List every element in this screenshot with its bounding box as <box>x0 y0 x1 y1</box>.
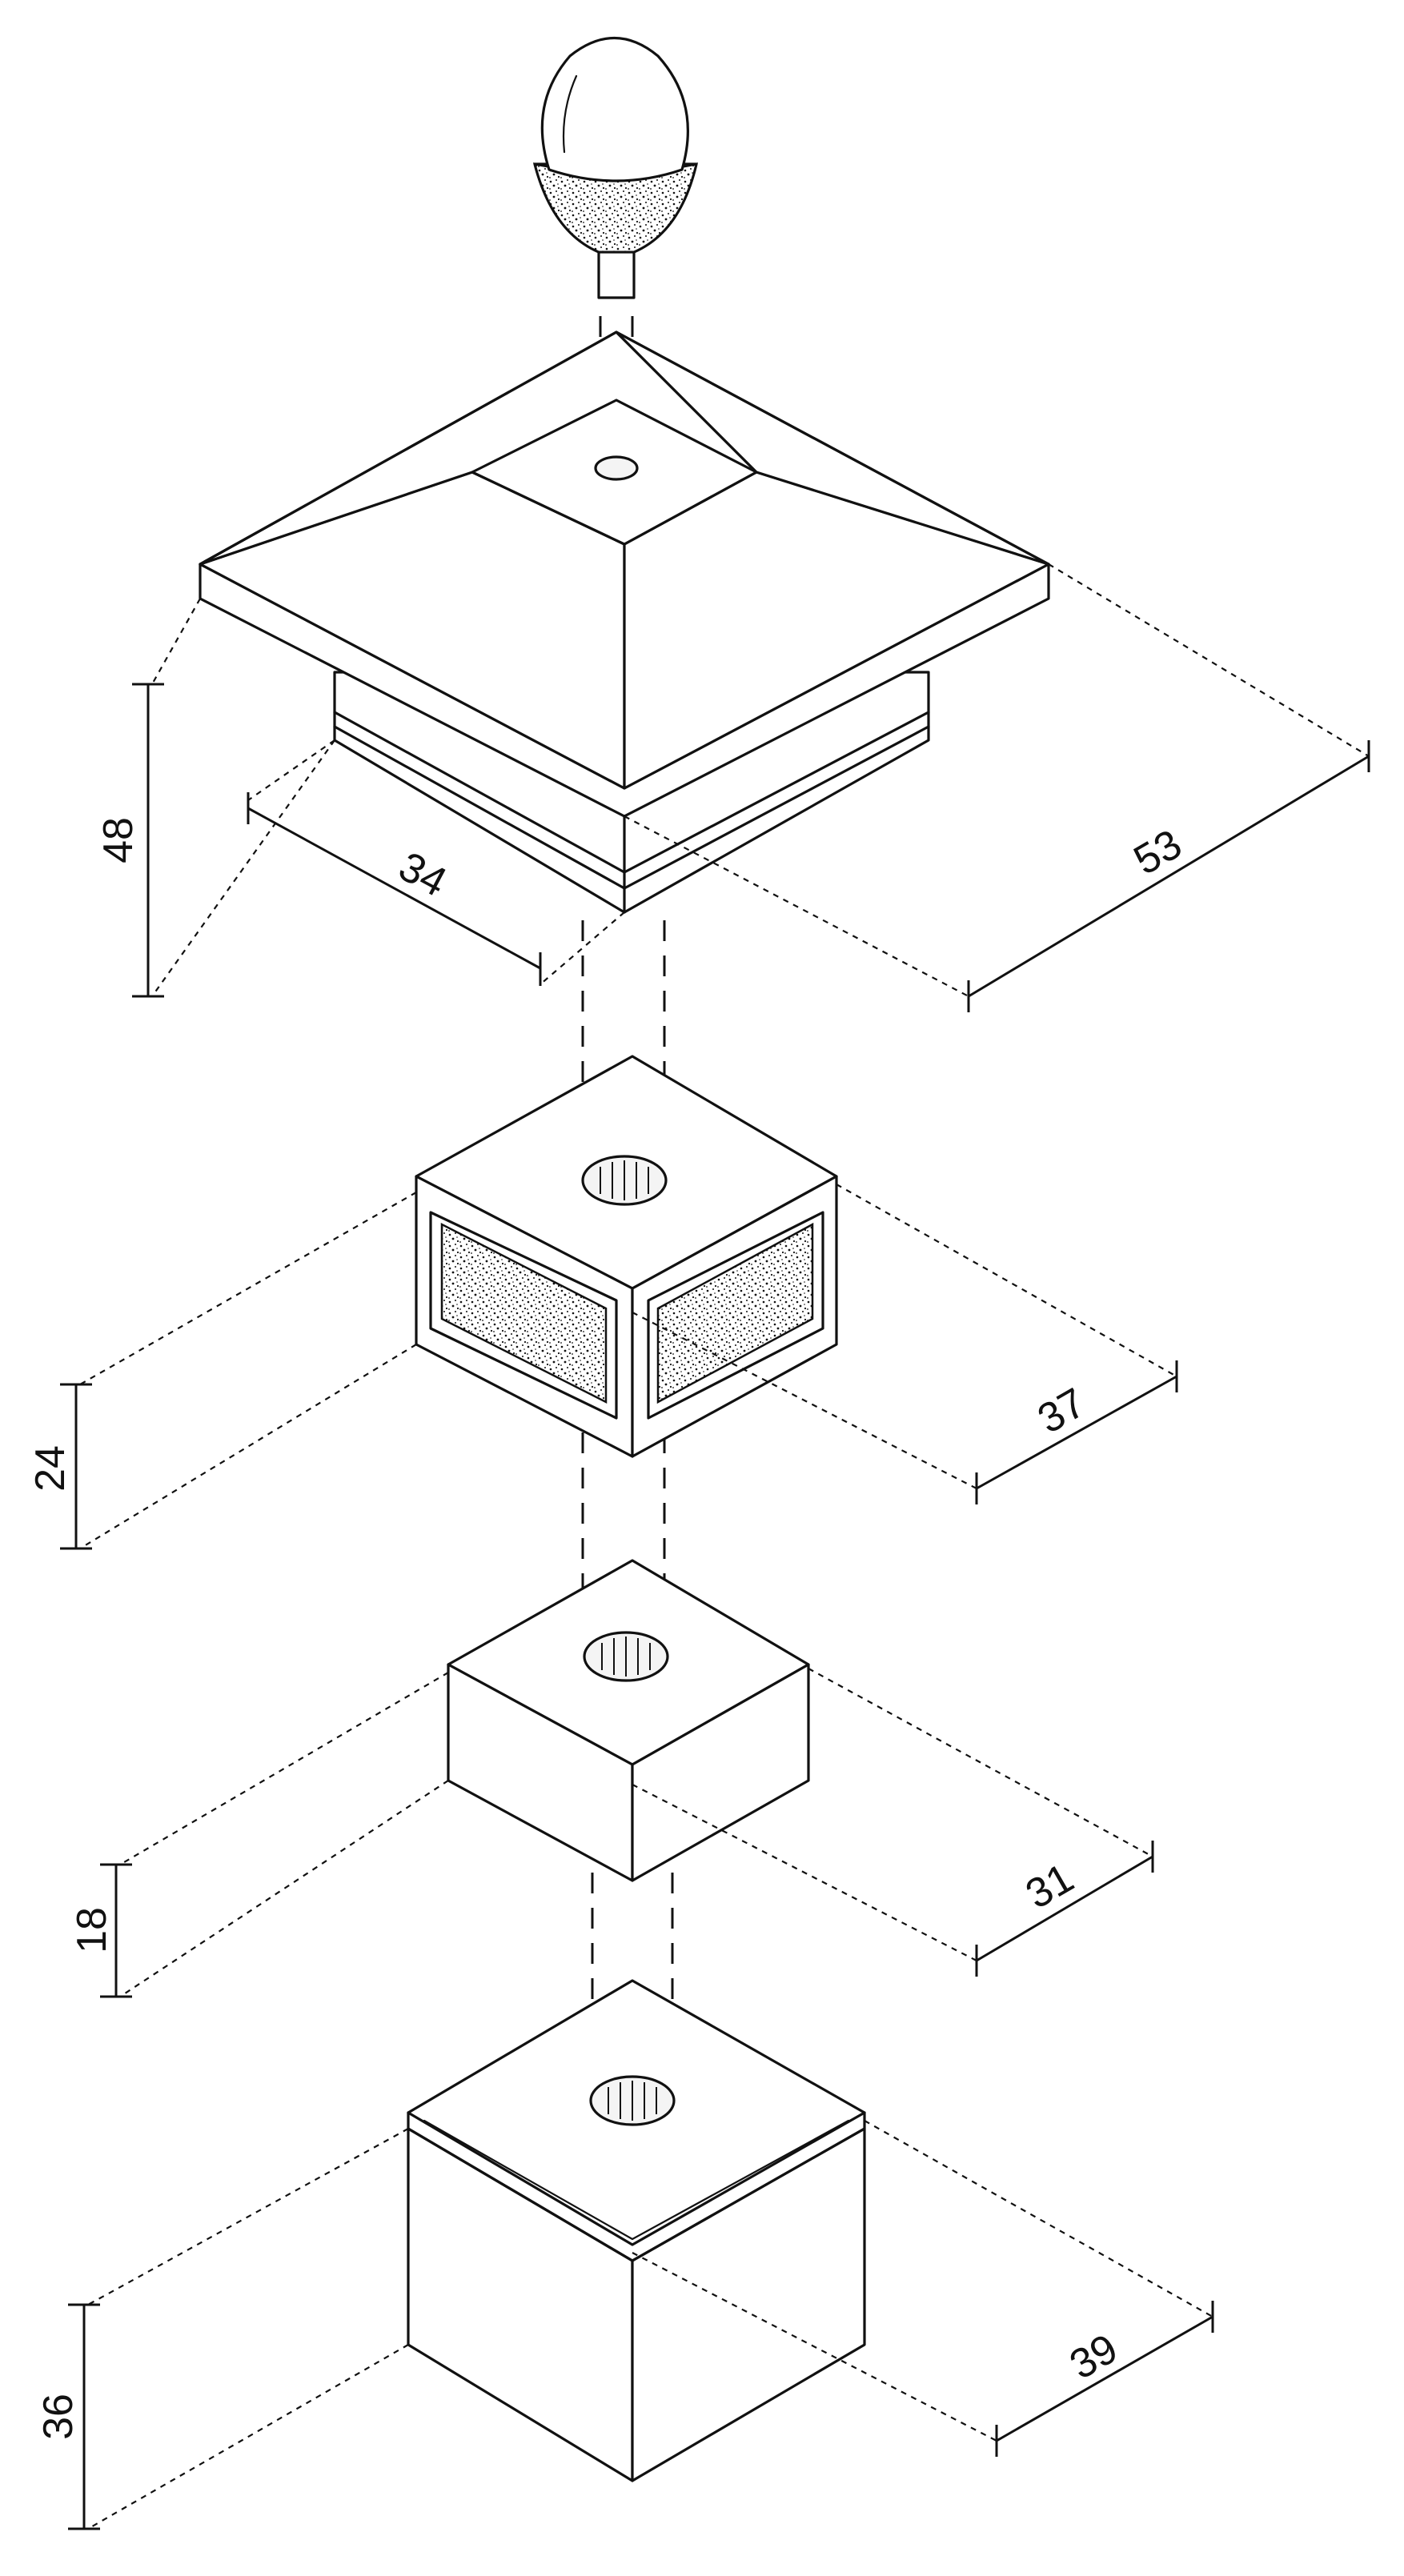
dimension-lantern-height: 24 <box>27 1192 417 1550</box>
cap-height-label: 48 <box>95 817 142 863</box>
lantern-bore-hatching <box>600 1160 649 1200</box>
base-block <box>407 1979 866 2482</box>
dimension-base-height: 36 <box>35 2128 409 2530</box>
spacer-width-label: 31 <box>1018 1855 1081 1918</box>
cap-top-width-label: 53 <box>1126 821 1189 884</box>
spacer-bore-hatching <box>601 1637 651 1677</box>
finial <box>532 36 698 299</box>
lantern-block <box>415 1055 838 1458</box>
base-bore-hatching <box>608 2081 657 2121</box>
spacer-height-label: 18 <box>69 1907 115 1953</box>
pyramid-cap <box>199 331 1050 914</box>
lantern-width-label: 37 <box>1030 1380 1093 1443</box>
lantern-height-label: 24 <box>27 1445 74 1492</box>
dimension-cap-height: 48 <box>95 598 335 998</box>
dimension-spacer-height: 18 <box>69 1672 449 1998</box>
cap-base-width-label: 34 <box>391 843 454 906</box>
base-height-label: 36 <box>35 2394 82 2440</box>
base-width-label: 39 <box>1062 2326 1125 2389</box>
spacer-block <box>447 1559 810 1882</box>
